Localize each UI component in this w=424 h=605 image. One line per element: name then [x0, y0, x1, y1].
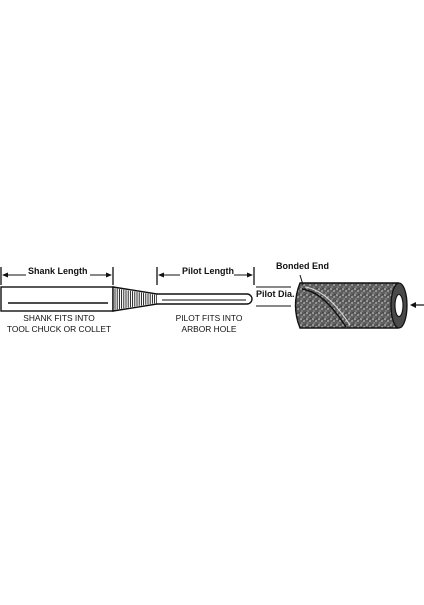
shank-length-label: Shank Length: [28, 266, 88, 276]
pilot-dia-label: Pilot Dia.: [256, 289, 295, 299]
insertion-arrow: [410, 302, 424, 308]
knurled-taper: [112, 286, 158, 312]
pilot-rod: [157, 293, 253, 305]
shank-length-dimension: [0, 267, 114, 285]
pilot-caption-line-1: PILOT FITS INTO: [175, 313, 243, 323]
shank-caption-line-1: SHANK FITS INTO: [23, 313, 95, 323]
shank-caption: SHANK FITS INTO TOOL CHUCK OR COLLET: [0, 313, 118, 335]
bonded-end-leader: [299, 274, 304, 286]
pilot-length-label: Pilot Length: [182, 266, 234, 276]
abrasive-cartridge-roll: [294, 282, 408, 329]
shank-body: [0, 286, 114, 312]
pilot-caption: PILOT FITS INTO ARBOR HOLE: [168, 313, 250, 335]
shank-caption-line-2: TOOL CHUCK OR COLLET: [6, 324, 112, 334]
pilot-dia-marker: [256, 286, 291, 307]
pilot-length-dimension: [156, 267, 255, 285]
bonded-end-label: Bonded End: [276, 261, 329, 271]
pilot-caption-line-2: ARBOR HOLE: [181, 324, 237, 334]
